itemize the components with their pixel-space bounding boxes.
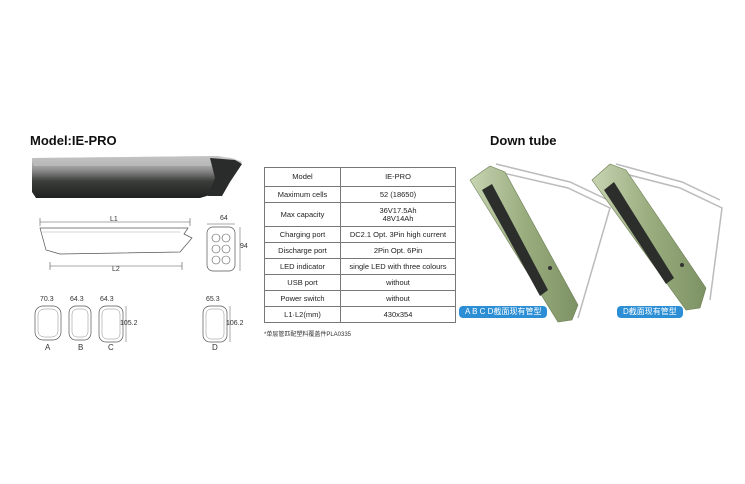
dim-profile-c-height: 105.2 bbox=[120, 320, 138, 327]
profile-d bbox=[202, 305, 231, 343]
spec-table: Model IE-PRO Maximum cells 52 (18650) Ma… bbox=[264, 167, 456, 323]
table-cell-key: Charging port bbox=[264, 226, 341, 243]
table-cell-key: Power switch bbox=[264, 290, 341, 307]
dim-l2: L2 bbox=[112, 266, 120, 273]
profile-b bbox=[68, 305, 92, 341]
profile-a bbox=[34, 305, 62, 341]
footnote: *单层管匹配塑料覆盖件PLA0335 bbox=[264, 332, 352, 338]
table-cell-key: USB port bbox=[264, 274, 341, 291]
table-row: USB port without bbox=[264, 274, 456, 291]
battery-product-image bbox=[32, 156, 242, 198]
table-cell-key: Maximum cells bbox=[264, 186, 341, 203]
label-a: A bbox=[45, 343, 51, 352]
table-row: Max capacity 36V17.5Ah 48V14Ah bbox=[264, 202, 456, 227]
table-cell-value: 52 (18650) bbox=[340, 186, 456, 203]
dim-end-width: 64 bbox=[220, 215, 228, 222]
frame-d bbox=[609, 163, 723, 301]
dim-profile-d-height: 106.2 bbox=[226, 320, 244, 327]
table-cell-value: 2Pin Opt. 6Pin bbox=[340, 242, 456, 259]
table-cell-value: DC2.1 Opt. 3Pin high current bbox=[340, 226, 456, 243]
table-cell-value: without bbox=[340, 274, 456, 291]
badge-d-profile: D截面现有管型 bbox=[617, 306, 683, 318]
table-row: Maximum cells 52 (18650) bbox=[264, 186, 456, 203]
capacity-line-2: 48V14Ah bbox=[382, 213, 414, 223]
table-cell-key: Discharge port bbox=[264, 242, 341, 259]
table-cell-key: LED indicator bbox=[264, 258, 341, 275]
end-view-drawing bbox=[206, 223, 241, 272]
model-title: Model:IE-PRO bbox=[30, 133, 117, 148]
table-cell-value: without bbox=[340, 290, 456, 307]
label-b: B bbox=[78, 343, 84, 352]
table-row: L1·L2(mm) 430x354 bbox=[264, 306, 456, 323]
table-header-key: Model bbox=[264, 167, 341, 187]
table-cell-key: L1·L2(mm) bbox=[264, 306, 341, 323]
table-header-value: IE-PRO bbox=[340, 167, 456, 187]
table-cell-value: 36V17.5Ah 48V14Ah bbox=[340, 202, 456, 227]
table-cell-value: single LED with three colours bbox=[340, 258, 456, 275]
label-d: D bbox=[212, 343, 218, 352]
down-tube-title: Down tube bbox=[490, 133, 557, 148]
capacity-line-1: 36V17.5Ah bbox=[379, 205, 417, 215]
dim-l1: L1 bbox=[110, 216, 118, 223]
dim-profile-c: 64.3 bbox=[100, 296, 114, 303]
down-tube-illustration bbox=[469, 163, 723, 323]
table-row: Charging port DC2.1 Opt. 3Pin high curre… bbox=[264, 226, 456, 243]
dim-profile-d: 65.3 bbox=[206, 296, 220, 303]
table-cell-value: 430x354 bbox=[340, 306, 456, 323]
label-c: C bbox=[108, 343, 114, 352]
table-row: Discharge port 2Pin Opt. 6Pin bbox=[264, 242, 456, 259]
badge-abc-profiles: A B C D截面现有管型 bbox=[459, 306, 548, 318]
dim-profile-a: 70.3 bbox=[40, 296, 54, 303]
side-view-drawing bbox=[39, 218, 193, 270]
dim-end-height: 94 bbox=[240, 243, 248, 250]
table-row: Power switch without bbox=[264, 290, 456, 307]
dim-profile-b: 64.3 bbox=[70, 296, 84, 303]
profile-c bbox=[98, 305, 127, 343]
table-row: LED indicator single LED with three colo… bbox=[264, 258, 456, 275]
table-header-row: Model IE-PRO bbox=[264, 167, 456, 187]
table-cell-key: Max capacity bbox=[264, 202, 341, 227]
frame-abc bbox=[489, 163, 611, 319]
